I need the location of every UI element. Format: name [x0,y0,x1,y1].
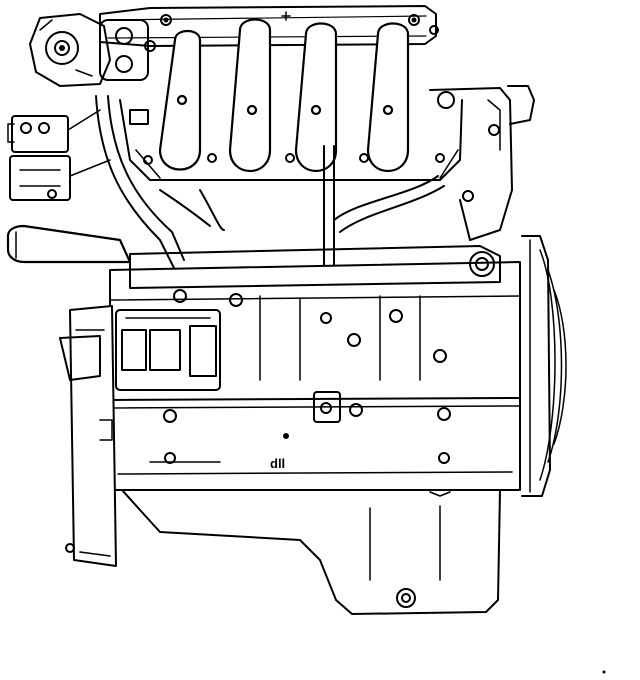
alternator-housing [115,309,221,391]
oil-pan [121,489,501,615]
intake-runners [158,18,410,173]
coolant-hose [6,224,132,264]
left-sensor-bracket [7,109,111,201]
crank-pulley [521,235,567,497]
timing-cover-upper [429,85,535,241]
center-bracket [313,312,341,423]
front-timing-cover [59,305,117,567]
block-stamp: dll [270,456,285,471]
throttle-body [29,13,156,87]
manifold-flange [119,99,463,181]
stray-dot [602,670,606,674]
